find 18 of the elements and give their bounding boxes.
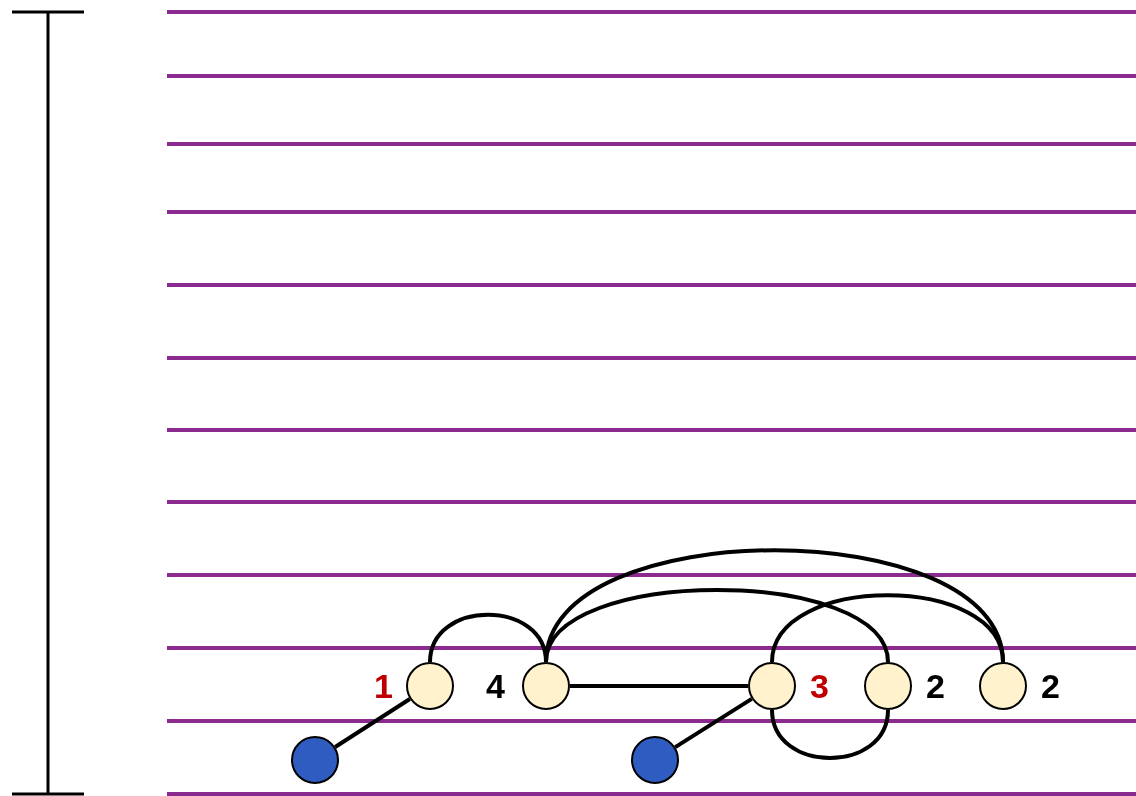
- connector-line: [428, 612, 548, 663]
- node-number: 3: [810, 669, 829, 703]
- node-circle: [522, 662, 570, 710]
- node-number: 1: [374, 669, 393, 703]
- connector-line: [674, 697, 753, 749]
- node-circle: [291, 736, 339, 784]
- connector-line: [770, 709, 890, 760]
- node-circle: [631, 736, 679, 784]
- node-number: 2: [1041, 669, 1060, 703]
- connector-line: [570, 684, 748, 688]
- node-circle: [406, 662, 454, 710]
- node-circle: [864, 662, 912, 710]
- node-circle: [979, 662, 1027, 710]
- connector-line: [770, 593, 1005, 663]
- node-number: 2: [926, 669, 945, 703]
- node-circle: [748, 662, 796, 710]
- node-number: 4: [486, 669, 505, 703]
- connector-line: [334, 697, 411, 749]
